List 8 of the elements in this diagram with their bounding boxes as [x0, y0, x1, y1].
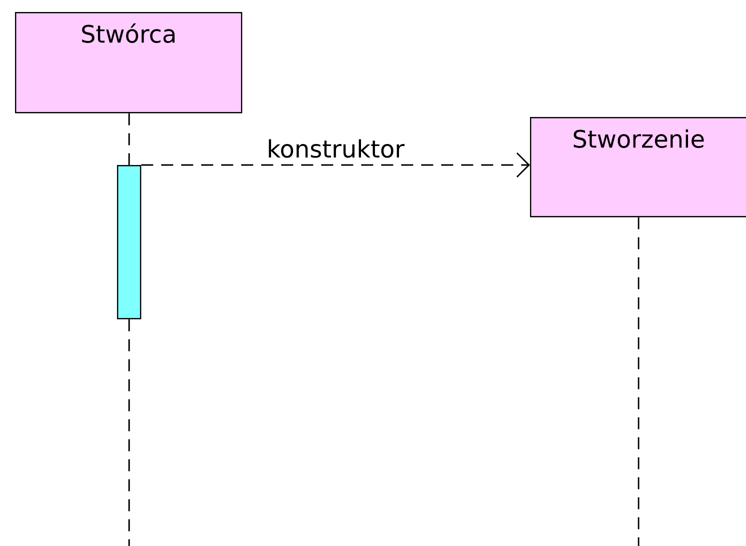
activation-bar	[117, 165, 142, 320]
lifeline-box: Stworzenie	[530, 117, 746, 218]
edge-label: konstruktor	[266, 138, 406, 159]
lifeline	[128, 319, 130, 546]
lifeline	[128, 113, 130, 165]
arrow	[141, 152, 530, 178]
lifeline-box: Stwórca	[15, 12, 242, 114]
lifeline	[638, 217, 640, 546]
